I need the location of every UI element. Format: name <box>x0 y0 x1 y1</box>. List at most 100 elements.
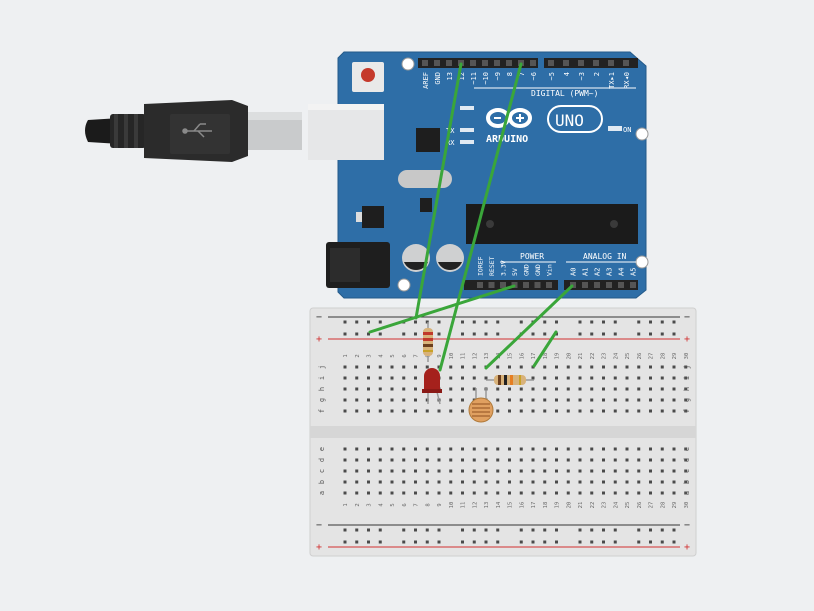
breadboard[interactable]: − − + + − − + + 112233445566778899101011… <box>309 307 697 557</box>
breadboard-hole[interactable] <box>531 409 535 413</box>
breadboard-hole[interactable] <box>602 365 605 369</box>
breadboard-hole[interactable] <box>449 491 453 495</box>
breadboard-hole[interactable] <box>390 398 394 402</box>
breadboard-hole[interactable] <box>355 469 359 473</box>
breadboard-hole[interactable] <box>649 458 652 462</box>
breadboard-hole[interactable] <box>437 447 441 451</box>
rail-hole[interactable] <box>496 540 500 544</box>
breadboard-hole[interactable] <box>390 491 394 495</box>
breadboard-hole[interactable] <box>508 480 511 484</box>
breadboard-hole[interactable] <box>625 469 629 473</box>
breadboard-hole[interactable] <box>449 409 453 413</box>
breadboard-hole[interactable] <box>437 491 441 495</box>
breadboard-hole[interactable] <box>343 491 347 495</box>
breadboard-hole[interactable] <box>684 447 688 451</box>
breadboard-hole[interactable] <box>402 398 406 402</box>
rail-hole[interactable] <box>414 332 417 336</box>
rail-hole[interactable] <box>437 528 441 532</box>
breadboard-hole[interactable] <box>672 376 676 380</box>
breadboard-hole[interactable] <box>355 458 359 462</box>
analog-pin[interactable] <box>606 282 612 288</box>
breadboard-hole[interactable] <box>625 447 629 451</box>
rail-hole[interactable] <box>343 528 347 532</box>
breadboard-hole[interactable] <box>625 365 629 369</box>
breadboard-hole[interactable] <box>672 469 676 473</box>
breadboard-hole[interactable] <box>508 469 511 473</box>
power-pin[interactable] <box>500 282 506 288</box>
breadboard-hole[interactable] <box>437 480 441 484</box>
breadboard-hole[interactable] <box>543 458 547 462</box>
breadboard-hole[interactable] <box>508 409 511 413</box>
rail-hole[interactable] <box>672 320 676 324</box>
breadboard-hole[interactable] <box>343 409 347 413</box>
breadboard-hole[interactable] <box>660 469 664 473</box>
breadboard-hole[interactable] <box>484 469 488 473</box>
breadboard-hole[interactable] <box>355 387 359 391</box>
breadboard-hole[interactable] <box>472 458 476 462</box>
digital-pin[interactable] <box>422 60 428 66</box>
resistor-r2[interactable] <box>486 375 534 385</box>
breadboard-hole[interactable] <box>390 458 394 462</box>
breadboard-hole[interactable] <box>555 491 558 495</box>
analog-pin[interactable] <box>582 282 588 288</box>
rail-hole[interactable] <box>649 528 652 532</box>
breadboard-hole[interactable] <box>519 458 523 462</box>
rail-hole[interactable] <box>378 320 382 324</box>
breadboard-hole[interactable] <box>531 447 535 451</box>
rail-hole[interactable] <box>672 540 676 544</box>
analog-pin[interactable] <box>618 282 624 288</box>
digital-pin[interactable] <box>563 60 569 66</box>
breadboard-hole[interactable] <box>566 376 570 380</box>
breadboard-hole[interactable] <box>578 376 582 380</box>
breadboard-hole[interactable] <box>343 365 347 369</box>
breadboard-hole[interactable] <box>508 491 511 495</box>
breadboard-hole[interactable] <box>672 447 676 451</box>
breadboard-hole[interactable] <box>649 387 652 391</box>
rail-hole[interactable] <box>637 528 641 532</box>
breadboard-hole[interactable] <box>625 409 629 413</box>
rail-hole[interactable] <box>590 332 594 336</box>
breadboard-hole[interactable] <box>390 376 394 380</box>
breadboard-hole[interactable] <box>390 387 394 391</box>
breadboard-hole[interactable] <box>461 398 464 402</box>
breadboard-hole[interactable] <box>660 365 664 369</box>
breadboard-hole[interactable] <box>684 469 688 473</box>
rail-hole[interactable] <box>672 528 676 532</box>
breadboard-hole[interactable] <box>472 447 476 451</box>
breadboard-hole[interactable] <box>613 469 617 473</box>
rail-hole[interactable] <box>543 528 547 532</box>
breadboard-hole[interactable] <box>602 491 605 495</box>
rail-hole[interactable] <box>555 540 558 544</box>
breadboard-hole[interactable] <box>672 491 676 495</box>
breadboard-hole[interactable] <box>449 480 453 484</box>
breadboard-hole[interactable] <box>378 458 382 462</box>
breadboard-hole[interactable] <box>531 469 535 473</box>
breadboard-hole[interactable] <box>367 469 370 473</box>
breadboard-hole[interactable] <box>613 458 617 462</box>
rail-hole[interactable] <box>602 528 605 532</box>
rail-hole[interactable] <box>402 540 406 544</box>
breadboard-hole[interactable] <box>414 491 417 495</box>
breadboard-hole[interactable] <box>637 447 641 451</box>
breadboard-hole[interactable] <box>566 387 570 391</box>
breadboard-hole[interactable] <box>496 469 500 473</box>
breadboard-hole[interactable] <box>390 409 394 413</box>
rail-hole[interactable] <box>602 332 605 336</box>
breadboard-hole[interactable] <box>472 387 476 391</box>
breadboard-hole[interactable] <box>566 480 570 484</box>
breadboard-hole[interactable] <box>414 480 417 484</box>
rail-hole[interactable] <box>355 332 359 336</box>
breadboard-hole[interactable] <box>684 409 688 413</box>
breadboard-hole[interactable] <box>461 387 464 391</box>
breadboard-hole[interactable] <box>684 480 688 484</box>
breadboard-hole[interactable] <box>555 480 558 484</box>
rail-hole[interactable] <box>660 332 664 336</box>
digital-pin[interactable] <box>530 60 536 66</box>
breadboard-hole[interactable] <box>555 376 558 380</box>
breadboard-hole[interactable] <box>649 398 652 402</box>
rail-hole[interactable] <box>602 320 605 324</box>
breadboard-hole[interactable] <box>555 458 558 462</box>
breadboard-hole[interactable] <box>508 398 511 402</box>
breadboard-hole[interactable] <box>660 447 664 451</box>
rail-hole[interactable] <box>378 540 382 544</box>
